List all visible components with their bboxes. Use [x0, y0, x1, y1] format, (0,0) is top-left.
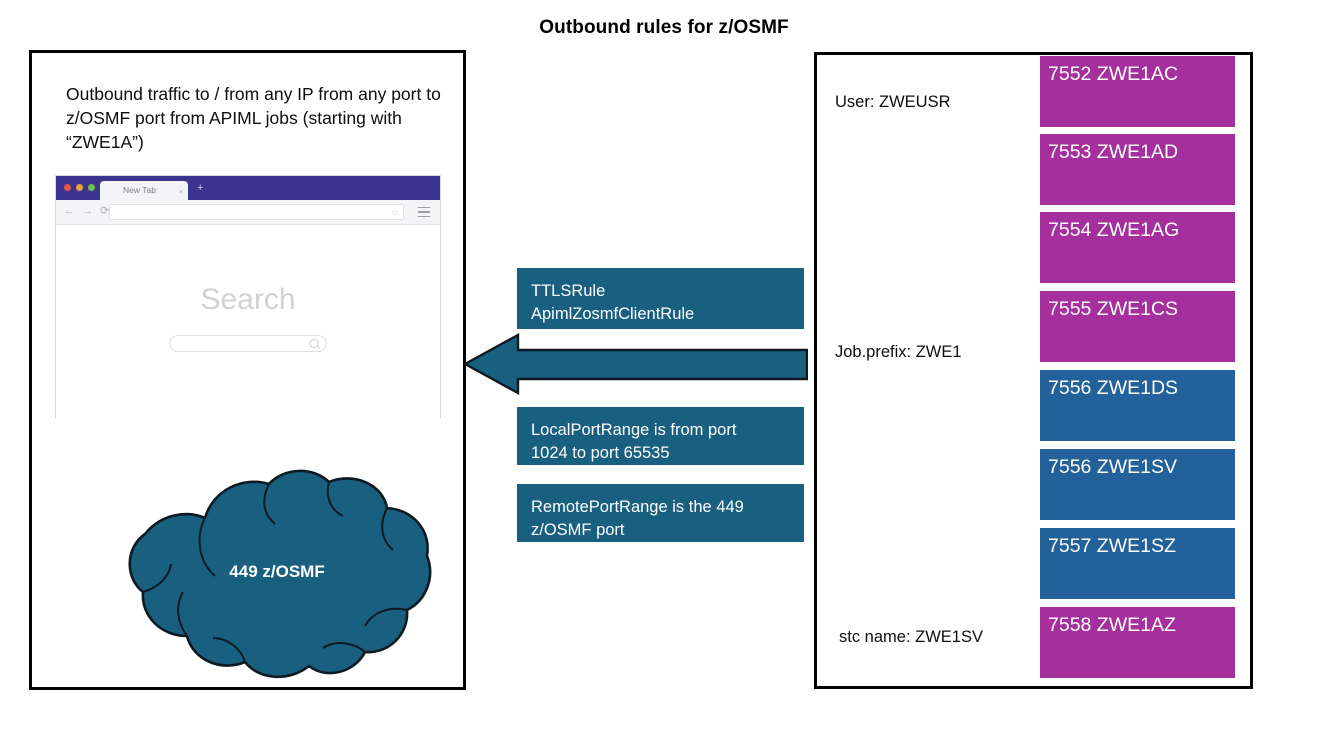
job-block: 7553 ZWE1AD: [1040, 134, 1235, 205]
callout-line-1: RemotePortRange is the 449: [531, 498, 744, 516]
callout-remote-port-range: RemotePortRange is the 449 z/OSMF port: [517, 484, 804, 542]
job-block: 7555 ZWE1CS: [1040, 291, 1235, 362]
outbound-arrow: [462, 332, 809, 396]
browser-viewport: Search: [56, 225, 440, 418]
cloud-shape: [128, 469, 432, 679]
label-job-prefix: Job.prefix: ZWE1: [835, 343, 962, 361]
job-block: 7557 ZWE1SZ: [1040, 528, 1235, 599]
job-block: 7554 ZWE1AG: [1040, 212, 1235, 283]
hamburger-menu-icon[interactable]: [418, 207, 430, 218]
callout-line-2: ApimlZosmfClientRule: [531, 305, 695, 323]
page-title: Outbound rules for z/OSMF: [539, 17, 789, 38]
address-bar-input[interactable]: [109, 204, 404, 220]
search-icon: [309, 338, 319, 348]
outbound-traffic-caption: Outbound traffic to / from any IP from a…: [66, 84, 441, 152]
browser-window-mock: New Tab × + ← → ⟳ ☆ Search: [55, 175, 441, 418]
search-input[interactable]: [169, 335, 327, 352]
minimize-window-icon[interactable]: [76, 184, 83, 191]
callout-line-1: LocalPortRange is from port: [531, 421, 737, 439]
browser-tab[interactable]: New Tab ×: [100, 181, 188, 200]
close-window-icon[interactable]: [64, 184, 71, 191]
window-controls: [64, 184, 95, 191]
left-panel: Outbound traffic to / from any IP from a…: [29, 50, 466, 690]
zosmf-cloud: 449 z/OSMF: [117, 466, 437, 696]
job-block: 7558 ZWE1AZ: [1040, 607, 1235, 678]
back-arrow-icon[interactable]: ←: [64, 205, 75, 217]
callout-local-port-range: LocalPortRange is from port 1024 to port…: [517, 407, 804, 465]
browser-navbar: ← → ⟳ ☆: [56, 200, 440, 225]
callout-line-2: z/OSMF port: [531, 521, 625, 539]
maximize-window-icon[interactable]: [88, 184, 95, 191]
reload-icon[interactable]: ⟳: [100, 205, 110, 217]
browser-titlebar: New Tab × +: [56, 176, 440, 200]
forward-arrow-icon[interactable]: →: [82, 205, 93, 217]
tab-close-icon[interactable]: ×: [178, 189, 183, 196]
callout-ttls-rule: TTLSRule ApimlZosmfClientRule: [517, 268, 804, 329]
callout-line-1: TTLSRule: [531, 282, 606, 300]
browser-tab-label: New Tab: [123, 185, 156, 195]
label-user: User: ZWEUSR: [835, 93, 951, 111]
bookmark-star-icon[interactable]: ☆: [390, 207, 399, 217]
search-heading: Search: [200, 283, 296, 316]
callout-line-2: 1024 to port 65535: [531, 444, 670, 462]
new-tab-icon[interactable]: +: [197, 182, 204, 194]
left-arrow-icon: [462, 332, 809, 396]
job-block: 7552 ZWE1AC: [1040, 56, 1235, 127]
label-stc-name: stc name: ZWE1SV: [839, 628, 983, 646]
job-block: 7556 ZWE1DS: [1040, 370, 1235, 441]
nav-icon-group: ← → ⟳: [64, 205, 109, 218]
job-block: 7556 ZWE1SV: [1040, 449, 1235, 520]
